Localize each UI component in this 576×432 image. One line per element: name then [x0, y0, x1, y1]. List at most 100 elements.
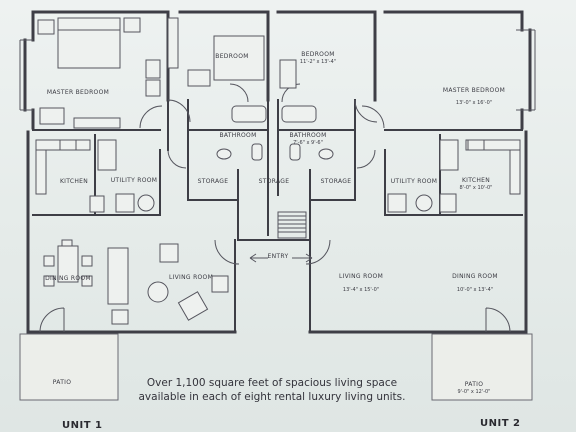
refrigerator: [439, 139, 459, 171]
room-label: MASTER BEDROOM: [443, 87, 505, 94]
patio-door-swing: [39, 307, 65, 333]
upper-partition-walls: [32, 99, 523, 201]
water-heater: [439, 193, 457, 213]
door-swing: [167, 149, 187, 169]
sink: [216, 148, 232, 160]
counter: [35, 149, 47, 195]
counter: [465, 139, 521, 151]
chair: [43, 255, 55, 267]
unit-1-label: UNIT 1: [62, 420, 102, 431]
unit2-outer-wall: [276, 10, 532, 334]
room-dimension: 13'-0" x 16'-0": [456, 100, 492, 106]
toilet: [251, 143, 263, 161]
bed: [57, 17, 121, 69]
stair-well: [277, 211, 307, 239]
unit1-bedroom-wall: [178, 10, 270, 102]
bed: [213, 35, 265, 81]
unit1-outer-wall: [23, 10, 237, 334]
chair: [81, 275, 93, 287]
washer: [387, 193, 407, 213]
room-labels: MASTER BEDROOM BEDROOM BATHROOM KITCHEN …: [45, 51, 505, 395]
chair: [145, 59, 161, 79]
room-label: KITCHEN: [60, 178, 88, 185]
entry-walls: [234, 239, 311, 333]
room-dimension: 11'-2" x 13'-4": [300, 59, 336, 65]
water-heater: [89, 195, 105, 213]
room-label: DINING ROOM: [45, 275, 91, 282]
room-label: PATIO: [53, 379, 72, 386]
armchair: [177, 291, 209, 321]
desk: [187, 69, 211, 87]
refrigerator: [97, 139, 117, 171]
room-label: LIVING ROOM: [169, 274, 213, 281]
caption-line-2: available in each of eight rental luxury…: [138, 391, 405, 403]
dresser: [39, 107, 65, 125]
door-swing: [281, 83, 301, 103]
stair-treads: [278, 215, 306, 233]
room-label: DINING ROOM: [452, 273, 498, 280]
caption: Over 1,100 square feet of spacious livin…: [138, 377, 405, 403]
door-swing: [361, 105, 385, 129]
end-table: [159, 243, 179, 263]
stairs: [277, 211, 307, 239]
interior-walls: [32, 99, 523, 333]
caption-line-1: Over 1,100 square feet of spacious livin…: [147, 377, 397, 389]
chair: [81, 255, 93, 267]
toilet: [289, 143, 301, 161]
room-dimension: 9'-0" x 12'-0": [457, 389, 490, 395]
entry-arrows: [249, 253, 313, 263]
room-label: STORAGE: [321, 178, 352, 185]
room-label: ENTRY: [268, 253, 289, 260]
range: [467, 139, 485, 151]
door-swing: [167, 99, 191, 123]
door-swing: [305, 239, 331, 265]
bathtub: [281, 105, 317, 123]
sofa: [107, 247, 129, 305]
armchair: [211, 275, 229, 293]
patio-door-swing: [485, 307, 511, 333]
room-dimension: 10'-0" x 13'-4": [457, 287, 493, 293]
coffee-table: [147, 281, 169, 303]
room-label: BEDROOM: [301, 51, 334, 58]
dryer: [137, 194, 155, 212]
unit-2-label: UNIT 2: [480, 418, 520, 429]
unit1-bay-window: [19, 39, 33, 111]
bench: [73, 117, 121, 129]
chair: [43, 275, 55, 287]
range: [59, 139, 77, 151]
room-dimension: 13'-4" x 15'-0": [343, 287, 379, 293]
door-swing: [354, 99, 378, 123]
dryer: [415, 194, 433, 212]
room-label: UTILITY ROOM: [111, 177, 158, 184]
bathtub: [231, 105, 267, 123]
unit2-patio-slab: [431, 333, 533, 401]
kitchen-storage-walls: [32, 134, 523, 241]
patios: [19, 333, 533, 401]
washer: [115, 193, 135, 213]
room-label: PATIO: [465, 381, 484, 388]
door-swing: [356, 149, 376, 169]
closet: [167, 17, 179, 69]
door-swings: [39, 83, 511, 333]
nightstand: [37, 19, 55, 35]
door-swing: [214, 239, 240, 265]
unit1-patio-slab: [19, 333, 119, 401]
room-label: KITCHEN: [462, 177, 490, 184]
unit2-bay-window: [516, 29, 536, 111]
door-swing: [139, 105, 163, 129]
arrow-left-icon: [249, 253, 268, 263]
exterior-walls: [19, 10, 536, 334]
sink: [318, 148, 334, 160]
lamp-table: [111, 309, 129, 325]
room-label: UTILITY ROOM: [391, 178, 438, 185]
room-dimension: 8'-0" x 10'-0": [459, 185, 492, 191]
room-label: LIVING ROOM: [339, 273, 383, 280]
room-label: BATHROOM: [219, 132, 256, 139]
closet: [279, 59, 297, 89]
room-label: BATHROOM: [289, 132, 326, 139]
room-label: STORAGE: [259, 178, 290, 185]
chair: [61, 239, 73, 247]
dresser: [145, 79, 161, 97]
